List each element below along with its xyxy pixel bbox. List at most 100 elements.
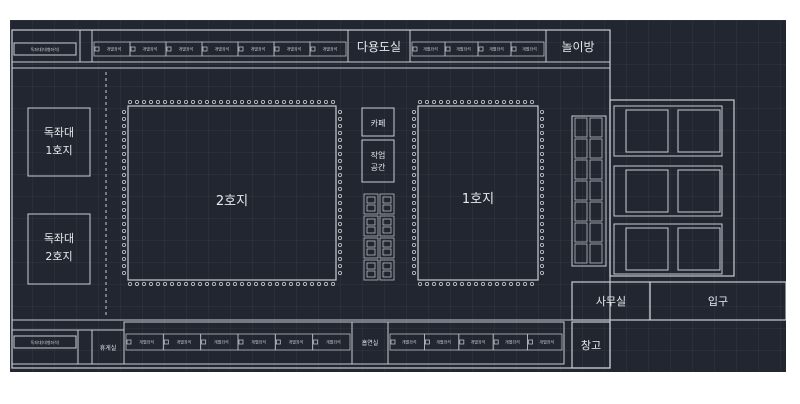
right-locker-column	[571, 115, 607, 267]
chair-dot	[411, 158, 416, 163]
seat-chair	[238, 46, 244, 52]
bottom-seat-strip-right	[387, 321, 565, 365]
chair-dot	[540, 221, 545, 226]
locker-slot	[366, 218, 376, 226]
zone-1-dots	[411, 100, 545, 286]
chair-dot	[337, 151, 342, 156]
seat-label: 개별좌석	[522, 46, 537, 52]
chair-dot	[183, 100, 188, 105]
library-label: 다용도실	[357, 40, 401, 54]
chair-dot	[445, 281, 450, 286]
locker-slot	[382, 226, 392, 234]
chair-dot	[540, 186, 545, 191]
chair-dot	[337, 186, 342, 191]
chair-dot	[122, 117, 127, 122]
chair-dot	[281, 100, 286, 105]
chair-dot	[337, 228, 342, 233]
storage-label: 창고	[581, 339, 601, 352]
chair-dot	[316, 281, 321, 286]
chair-dot	[540, 110, 545, 115]
chair-dot	[128, 100, 133, 105]
locker	[363, 237, 379, 259]
chair-dot	[274, 281, 279, 286]
chair-dot	[211, 281, 216, 286]
chair-dot	[540, 117, 545, 122]
chair-dot	[309, 281, 314, 286]
chair-dot	[169, 100, 174, 105]
locker	[574, 180, 588, 201]
building-outline	[11, 29, 611, 369]
chair-dot	[122, 193, 127, 198]
chair-dot	[337, 165, 342, 170]
chair-dot	[122, 179, 127, 184]
locker	[363, 193, 379, 215]
chair-dot	[295, 281, 300, 286]
seat-chair	[310, 46, 316, 52]
annex-room-4	[677, 169, 721, 213]
chair-dot	[411, 151, 416, 156]
staff-space-room	[361, 139, 395, 183]
annex-room-5	[625, 227, 669, 271]
chair-dot	[540, 145, 545, 150]
locker-slot	[366, 204, 376, 212]
chair-dot	[411, 131, 416, 136]
seat-label: 개별좌석	[214, 339, 229, 345]
chair-dot	[122, 151, 127, 156]
entrance-label: 입구	[708, 295, 728, 308]
hub-room-label: 흡연실	[362, 339, 379, 347]
chair-dot	[438, 281, 443, 286]
locker-slot	[382, 240, 392, 248]
chair-dot	[122, 158, 127, 163]
chair-dot	[480, 281, 485, 286]
chair-dot	[411, 214, 416, 219]
locker	[589, 243, 603, 264]
chair-dot	[337, 221, 342, 226]
chair-dot	[424, 100, 429, 105]
chair-dot	[141, 100, 146, 105]
chair-dot	[337, 207, 342, 212]
chair-dot	[122, 165, 127, 170]
chair-dot	[135, 100, 140, 105]
chair-dot	[411, 193, 416, 198]
seat	[312, 333, 351, 351]
locker-slot	[366, 196, 376, 204]
chair-dot	[225, 281, 230, 286]
locker	[363, 215, 379, 237]
chair-dot	[411, 242, 416, 247]
entrance-area	[649, 281, 786, 321]
chair-dot	[515, 100, 520, 105]
solo-room-1	[27, 107, 91, 177]
chair-dot	[540, 138, 545, 143]
seat	[309, 41, 347, 57]
chair-dot	[122, 270, 127, 275]
chair-dot	[122, 131, 127, 136]
annex-room-6	[677, 227, 721, 271]
seat-chair	[130, 46, 136, 52]
chair-dot	[232, 281, 237, 286]
chair-dot	[540, 207, 545, 212]
chair-dot	[122, 110, 127, 115]
chair-dot	[411, 270, 416, 275]
chair-dot	[540, 193, 545, 198]
chair-dot	[122, 207, 127, 212]
chair-dot	[122, 249, 127, 254]
bottom-left-corner-block	[11, 329, 79, 365]
seat-chair	[313, 339, 319, 345]
seat-chair	[424, 339, 430, 345]
chair-dot	[337, 214, 342, 219]
seat-label: 개별좌석	[143, 46, 158, 52]
chair-dot	[411, 179, 416, 184]
chair-dot	[309, 100, 314, 105]
chair-dot	[122, 256, 127, 261]
locker	[379, 237, 395, 259]
seat-label: 개별좌석	[456, 46, 471, 52]
chair-dot	[540, 172, 545, 177]
chair-dot	[239, 281, 244, 286]
chair-dot	[452, 100, 457, 105]
chair-dot	[540, 270, 545, 275]
chair-dot	[431, 281, 436, 286]
playroom	[545, 29, 611, 63]
chair-dot	[337, 242, 342, 247]
